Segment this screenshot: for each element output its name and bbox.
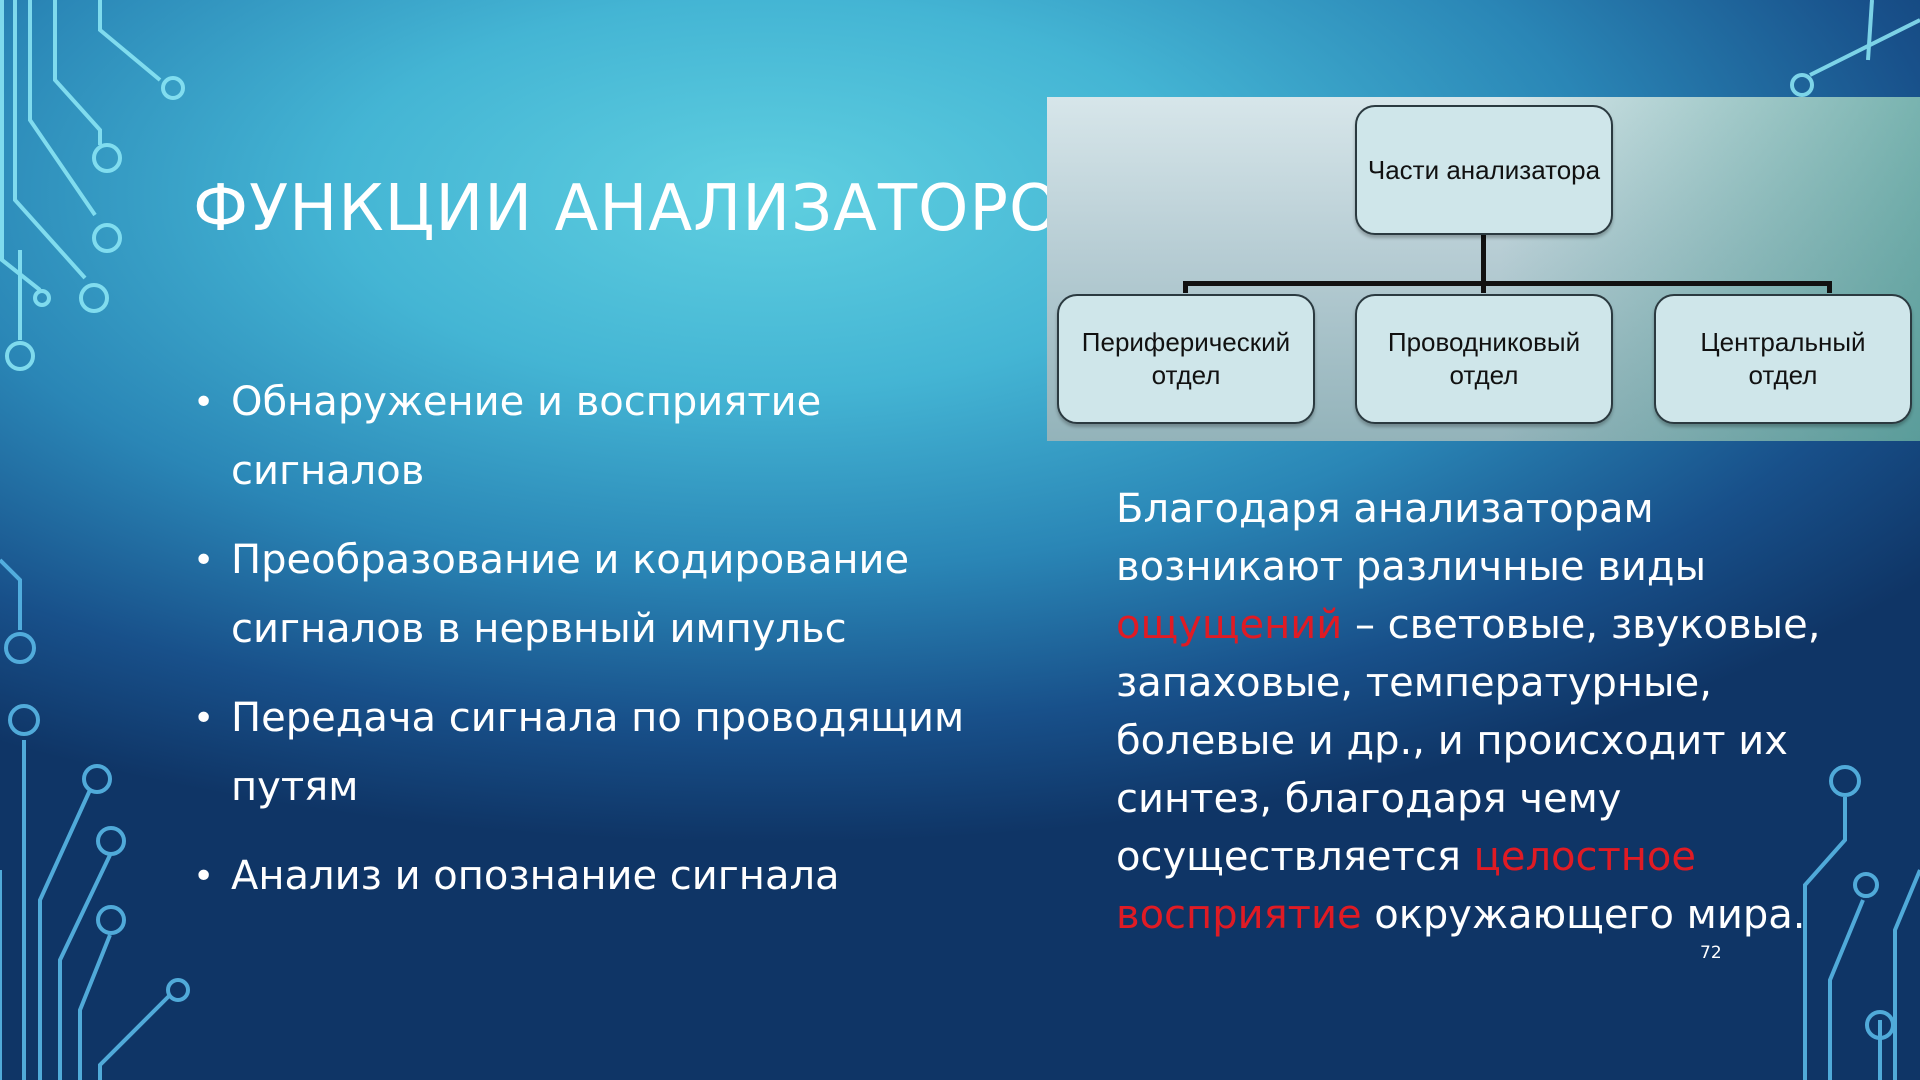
highlight-perception: целостное восприятие (1116, 834, 1697, 938)
paragraph-text-2: – световые, звуковые, запаховые, темпера… (1116, 602, 1821, 880)
bullet-list: • Обнаружение и восприятие сигналов • Пр… (193, 368, 1023, 931)
node-label-line1: Проводниковый (1387, 327, 1581, 357)
bullet-text: Обнаружение и восприятие сигналов (231, 379, 822, 494)
list-item: • Преобразование и кодирование сигналов … (193, 526, 1023, 664)
list-item: • Обнаружение и восприятие сигналов (193, 368, 1023, 506)
page-number: 72 (1700, 943, 1722, 963)
bullet-text: Преобразование и кодирование сигналов в … (231, 537, 910, 652)
connector-horizontal (1183, 281, 1832, 286)
node-label-line2: отдел (1151, 360, 1221, 390)
connector-vertical-root (1481, 233, 1486, 281)
node-label-line2: отдел (1748, 360, 1818, 390)
diagram-root-label: Части анализатора (1367, 154, 1601, 185)
paragraph-text-1: Благодаря анализаторам возникают различн… (1116, 486, 1707, 590)
bullet-icon: • (193, 540, 215, 581)
connector-right (1827, 281, 1832, 293)
list-item: • Анализ и опознание сигнала (193, 842, 1023, 911)
node-text: Периферический отдел (1082, 326, 1290, 392)
diagram-node-central: Центральный отдел (1654, 294, 1912, 424)
highlight-sensations: ощущений (1116, 602, 1343, 648)
diagram-root-node: Части анализатора (1355, 105, 1613, 235)
diagram-node-conductive: Проводниковый отдел (1355, 294, 1613, 424)
analyzer-parts-diagram: Части анализатора Периферический отдел П… (1047, 97, 1920, 441)
diagram-node-peripheral: Периферический отдел (1057, 294, 1315, 424)
bullet-icon: • (193, 698, 215, 739)
bullet-icon: • (193, 382, 215, 423)
node-label-line1: Периферический (1081, 327, 1291, 357)
paragraph-text-3: окружающего мира. (1361, 892, 1806, 938)
bullet-text: Анализ и опознание сигнала (231, 853, 840, 899)
bullet-text: Передача сигнала по проводящим путям (231, 695, 965, 810)
node-text: Проводниковый отдел (1388, 326, 1580, 392)
connector-left (1183, 281, 1188, 293)
node-label-line1: Центральный (1700, 327, 1866, 357)
node-label-line2: отдел (1449, 360, 1519, 390)
list-item: • Передача сигнала по проводящим путям (193, 684, 1023, 822)
node-text: Центральный отдел (1700, 326, 1865, 392)
connector-middle (1481, 281, 1486, 293)
description-paragraph: Благодаря анализаторам возникают различн… (1116, 480, 1856, 944)
slide-title: ФУНКЦИИ АНАЛИЗАТОРОВ (193, 172, 1106, 246)
bullet-icon: • (193, 856, 215, 897)
